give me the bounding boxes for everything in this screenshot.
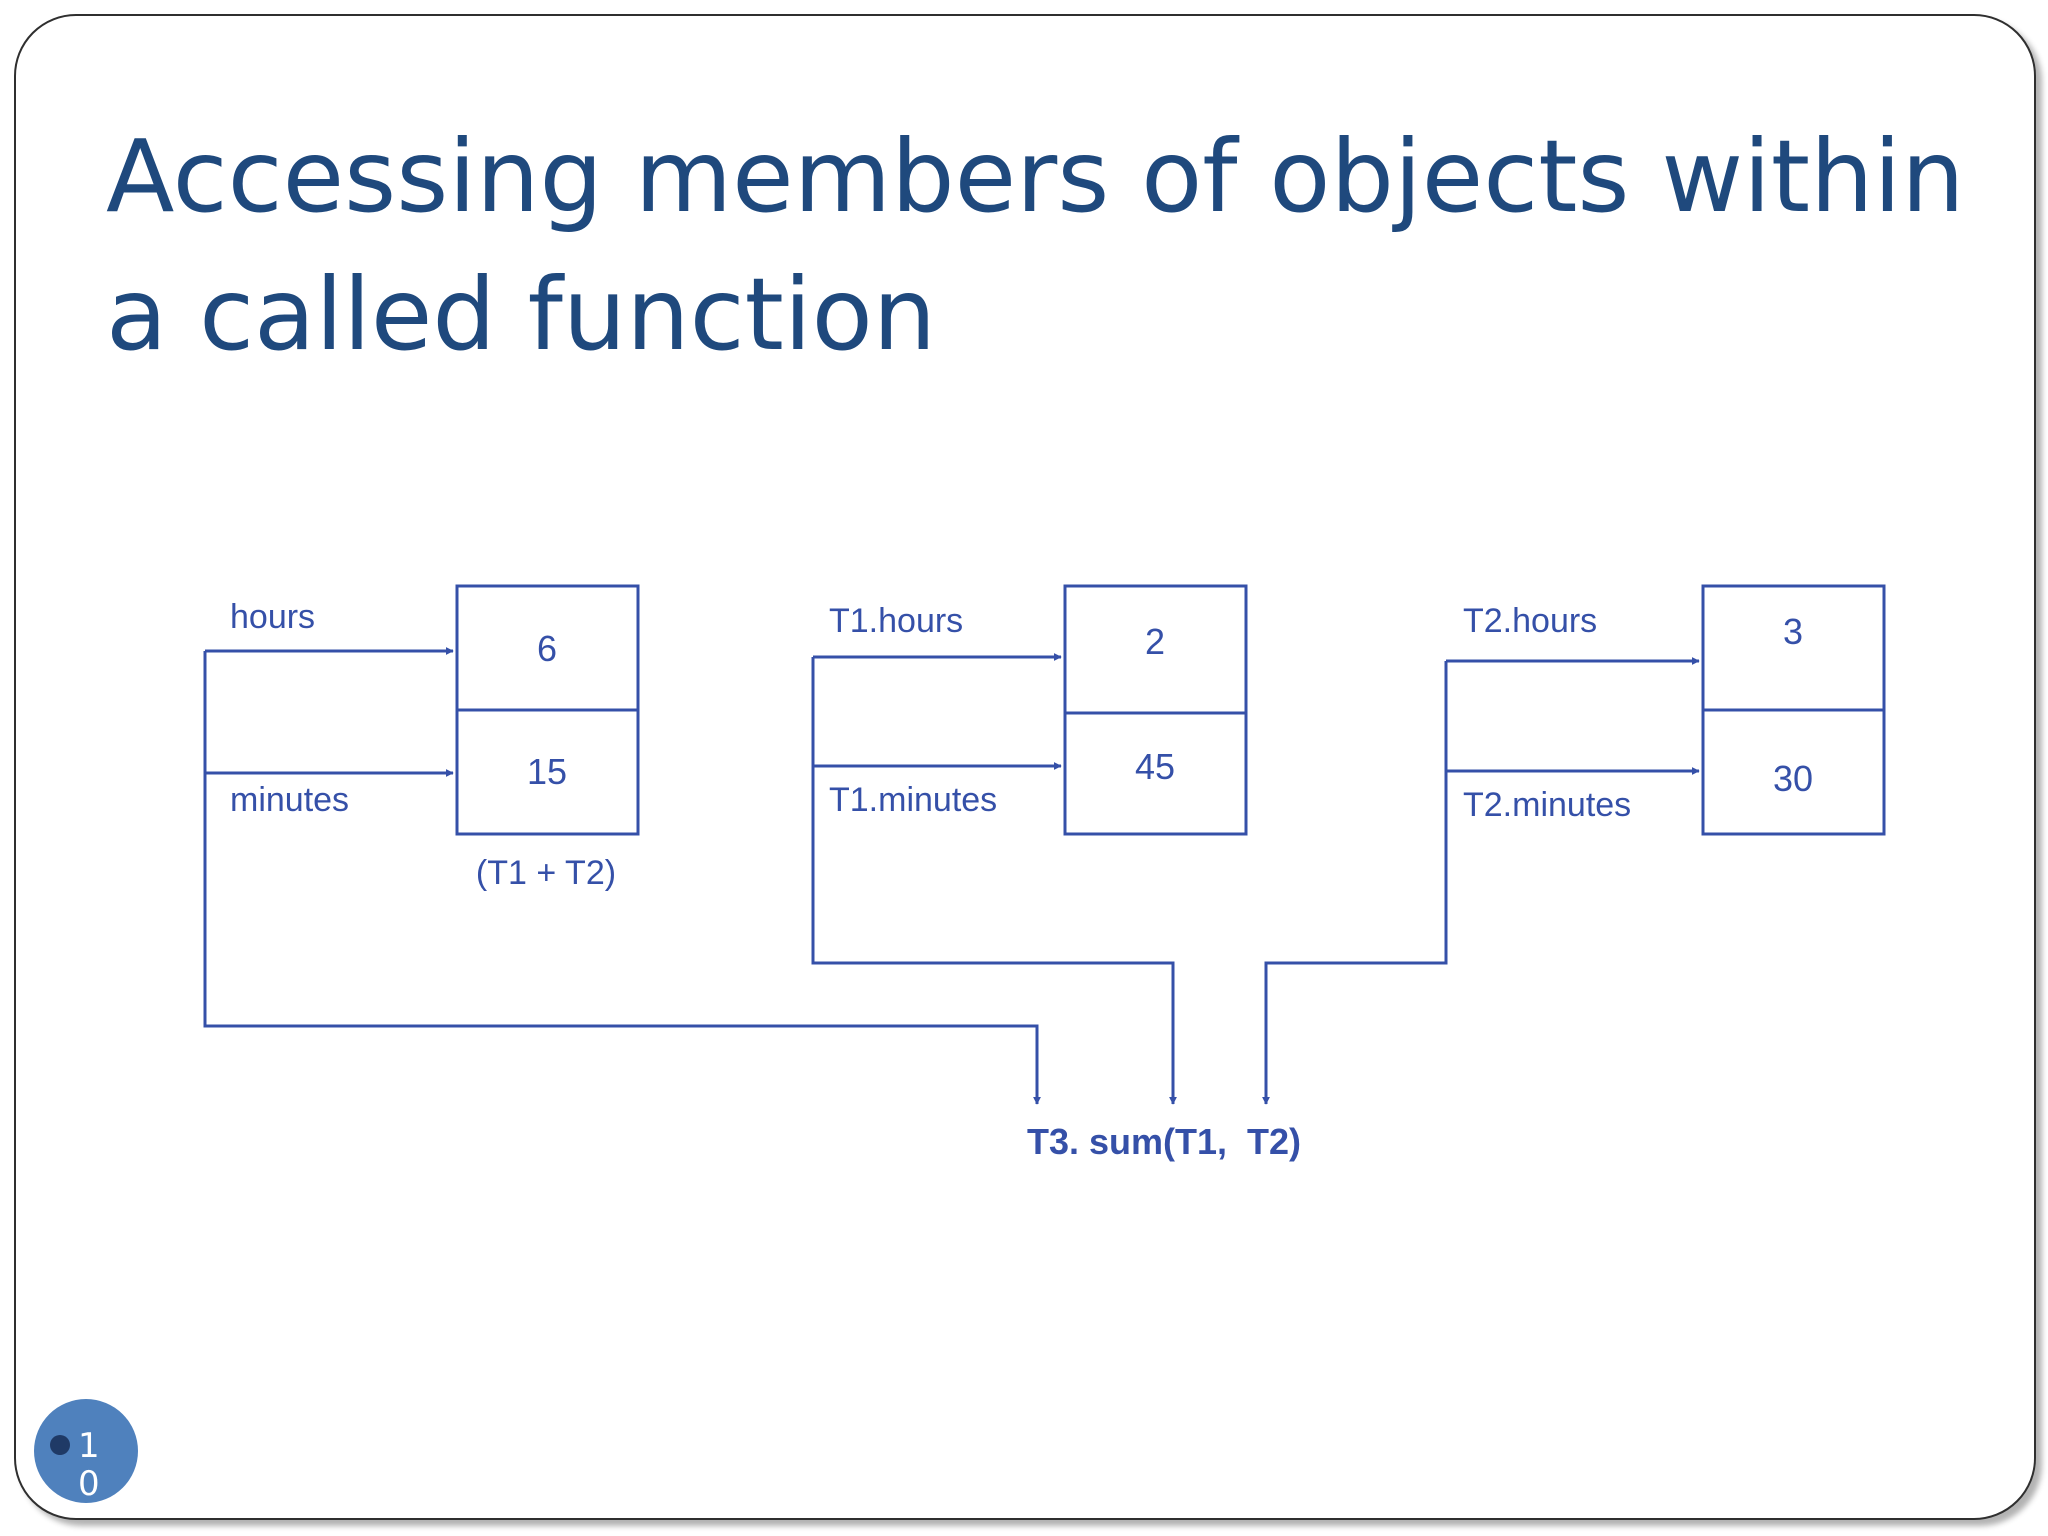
hours-label: hours — [230, 598, 315, 636]
result-caption: (T1 + T2) — [476, 854, 616, 892]
slide-number: 106 — [78, 1426, 100, 1518]
t1-hours-value: 2 — [1145, 621, 1165, 662]
result-minutes-value: 15 — [527, 751, 567, 792]
bullet-dot-icon — [50, 1435, 70, 1455]
t2-hours-value: 3 — [1783, 611, 1803, 652]
object-member-diagram: hours minutes 6 15 (T1 + T2) T1.hours T1… — [203, 584, 1886, 1162]
t1-object-box — [1063, 584, 1248, 836]
t1-to-call-connector — [811, 657, 1177, 1105]
t2-minutes-value: 30 — [1773, 758, 1813, 799]
slide-title-line-2: a called function — [106, 256, 937, 373]
slide-number-badge: 106 — [34, 1399, 138, 1518]
t1-minutes-value: 45 — [1135, 746, 1175, 787]
function-call-label: T3. sum(T1, T2) — [1027, 1121, 1301, 1162]
slide-title: Accessing members of objects within a ca… — [106, 108, 1966, 384]
t1-minutes-label: T1.minutes — [829, 781, 997, 819]
slide: Accessing members of objects within a ca… — [14, 14, 2036, 1520]
t2-to-call-connector — [1262, 661, 1448, 1105]
t2-minutes-label: T2.minutes — [1463, 786, 1631, 824]
t2-hours-label: T2.hours — [1463, 602, 1597, 640]
minutes-label: minutes — [230, 781, 349, 819]
result-to-call-connector — [203, 651, 1041, 1105]
result-hours-value: 6 — [537, 628, 557, 669]
slide-title-line-1: Accessing members of objects within — [106, 118, 1965, 235]
t1-hours-label: T1.hours — [829, 602, 963, 640]
